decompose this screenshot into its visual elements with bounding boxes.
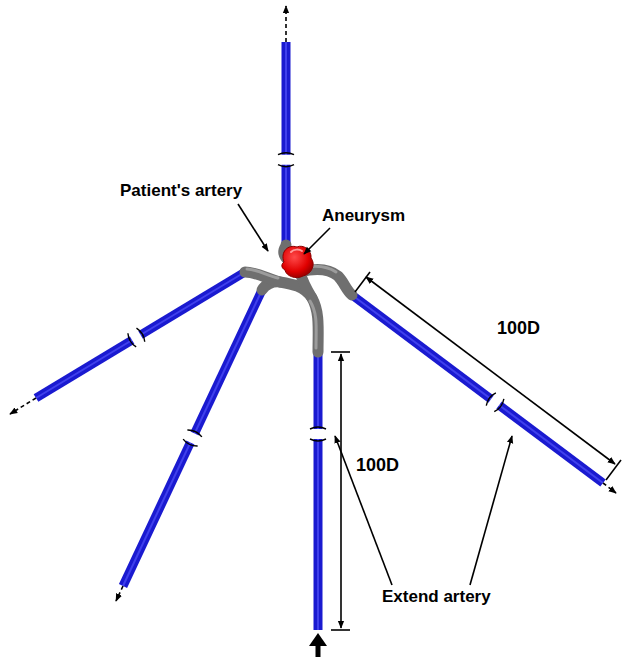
break-mark: [310, 439, 326, 441]
outflow-arrow: [603, 483, 616, 493]
extend-artery: [10, 6, 616, 630]
break-gap: [311, 429, 325, 439]
break-mark: [494, 399, 504, 412]
extend-artery: [123, 290, 262, 586]
break-gap: [279, 155, 293, 165]
leader-line: [238, 204, 512, 585]
dimension-label: 100D: [497, 318, 540, 339]
outflow-arrow: [116, 586, 123, 601]
break-mark: [278, 165, 294, 167]
vessel-highlight: [123, 290, 262, 586]
outflow-arrow: [10, 398, 36, 414]
extend-artery: [314, 350, 323, 630]
dimension-label: 100D: [356, 455, 399, 476]
extend-artery: [282, 42, 291, 245]
break-gap: [491, 399, 499, 405]
dimension-line: [331, 272, 621, 630]
break-mark: [128, 333, 136, 347]
extend-artery: [352, 295, 603, 483]
break-mark: [486, 393, 496, 406]
part-label: Aneurysm: [322, 206, 405, 226]
aneurysm-sac: [282, 246, 313, 277]
patient-artery: [245, 245, 352, 352]
break-mark: [187, 430, 201, 437]
vessel-highlight: [285, 42, 287, 245]
break-gap: [190, 433, 194, 442]
break-mark: [136, 328, 144, 342]
vessel-highlight: [36, 272, 245, 398]
extend-artery: [36, 272, 245, 398]
break-mark: [310, 427, 326, 429]
part-label: Patient's artery: [120, 181, 242, 201]
vessel-highlight: [352, 295, 603, 483]
break-mark: [278, 153, 294, 155]
part-label: Extend artery: [382, 587, 491, 607]
break-gap: [132, 335, 141, 340]
inflow-arrow: [309, 633, 327, 657]
break-mark: [183, 439, 197, 446]
outflow-arrow: [285, 6, 287, 42]
vessel-highlight: [317, 350, 319, 630]
